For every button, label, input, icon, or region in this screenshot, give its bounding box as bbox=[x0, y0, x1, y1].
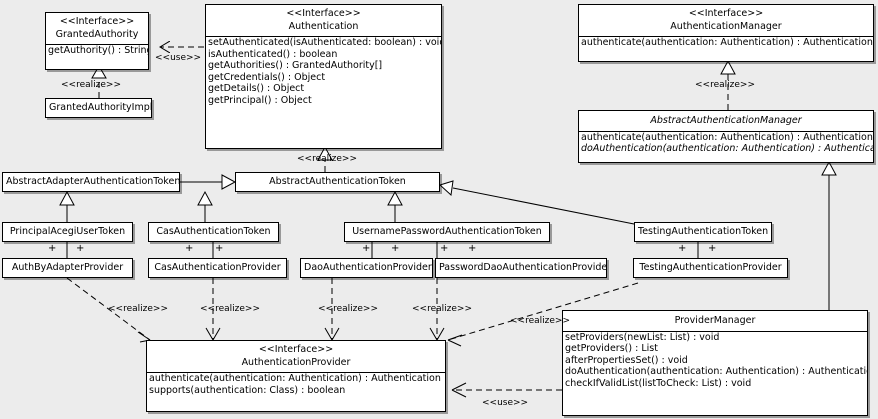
class-box-abstract-authentication-token[interactable]: AbstractAuthenticationToken bbox=[235, 172, 440, 192]
edge-principalacegiusertoken-extends-abstractadapter bbox=[59, 190, 75, 222]
class-box-password-dao-authentication-provider[interactable]: PasswordDaoAuthenticationProvider bbox=[435, 258, 607, 278]
class-header: ProviderManager bbox=[563, 311, 867, 331]
edge-label-realize-daoauthenticationprovider: <<realize>> bbox=[318, 304, 378, 314]
class-header: <<Interface>> AuthenticationManager bbox=[579, 5, 873, 36]
class-name-label: Authentication bbox=[288, 20, 359, 32]
association-plus-marker: + bbox=[362, 243, 371, 254]
operation-item: supports(authentication: Class) : boolea… bbox=[149, 384, 346, 396]
class-box-authentication[interactable]: <<Interface>> Authentication setAuthenti… bbox=[205, 4, 442, 149]
edge-testingauthenticationtoken-extends-abstractauthenticationtoken bbox=[439, 180, 635, 225]
class-name-label: TestingAuthenticationProvider bbox=[639, 262, 782, 273]
stereotype-label: <<Interface>> bbox=[286, 8, 361, 19]
class-name-label: AuthenticationProvider bbox=[241, 356, 351, 368]
class-header: <<Interface>> GrantedAuthority bbox=[46, 13, 148, 44]
class-header: <<Interface>> AuthenticationProvider bbox=[147, 341, 445, 372]
operations-compartment: authenticate(authentication: Authenticat… bbox=[147, 372, 445, 396]
class-name-label: CasAuthenticationProvider bbox=[154, 262, 281, 273]
operation-item: doAuthentication(authentication: Authent… bbox=[581, 143, 873, 154]
class-name-label: PrincipalAcegiUserToken bbox=[9, 226, 126, 237]
class-box-provider-manager[interactable]: ProviderManager setProviders(newList: Li… bbox=[562, 310, 868, 416]
association-plus-marker: + bbox=[440, 243, 449, 254]
class-box-username-password-authentication-token[interactable]: UsernamePasswordAuthenticationToken bbox=[344, 222, 550, 242]
operation-item: getCredentials() : Object bbox=[208, 71, 326, 83]
association-plus-marker: + bbox=[391, 243, 400, 254]
association-plus-marker: + bbox=[468, 243, 477, 254]
class-header: AbstractAuthenticationManager bbox=[579, 111, 873, 131]
class-box-auth-by-adapter-provider[interactable]: AuthByAdapterProvider bbox=[2, 258, 133, 278]
operations-compartment: getAuthority() : String bbox=[46, 44, 148, 57]
class-name-label: AbstractAuthenticationManager bbox=[650, 115, 802, 126]
class-box-granted-authority[interactable]: <<Interface>> GrantedAuthority getAuthor… bbox=[45, 12, 149, 70]
operation-item: setAuthenticated(isAuthenticated: boolea… bbox=[208, 37, 441, 48]
class-box-dao-authentication-provider[interactable]: DaoAuthenticationProvider bbox=[300, 258, 433, 278]
operations-compartment: authenticate(authentication: Authenticat… bbox=[579, 36, 873, 49]
edge-label-realize-grantedauthorityimpl: <<realize>> bbox=[61, 80, 121, 90]
class-name-label: AbstractAuthenticationToken bbox=[269, 176, 406, 187]
association-plus-marker: + bbox=[185, 243, 194, 254]
edge-abstractadapter-extends-abstractauthenticationtoken bbox=[180, 174, 237, 190]
operations-compartment: authenticate(authentication: Authenticat… bbox=[579, 130, 873, 155]
edge-label-use-authentication-grantedauthority: <<use>> bbox=[155, 53, 202, 63]
class-box-granted-authority-impl[interactable]: GrantedAuthorityImpl bbox=[45, 98, 152, 118]
class-box-authentication-manager[interactable]: <<Interface>> AuthenticationManager auth… bbox=[578, 4, 874, 62]
edge-usernamepasswordtoken-extends-abstractauthenticationtoken bbox=[387, 190, 403, 222]
operation-item: setProviders(newList: List) : void bbox=[565, 331, 720, 343]
operation-item: isAuthenticated() : boolean bbox=[208, 48, 338, 60]
class-box-abstract-authentication-manager[interactable]: AbstractAuthenticationManager authentica… bbox=[578, 110, 874, 163]
class-box-testing-authentication-provider[interactable]: TestingAuthenticationProvider bbox=[633, 258, 788, 278]
edge-label-realize-authbyadapterprovider: <<realize>> bbox=[108, 304, 168, 314]
operation-item: getProviders() : List bbox=[565, 343, 658, 354]
class-box-authentication-provider[interactable]: <<Interface>> AuthenticationProvider aut… bbox=[146, 340, 446, 412]
class-name-label: AbstractAdapterAuthenticationToken bbox=[6, 176, 180, 187]
stereotype-label: <<Interface>> bbox=[688, 8, 764, 19]
class-name-label: TestingAuthenticationToken bbox=[638, 226, 769, 237]
operation-item: afterPropertiesSet() : void bbox=[565, 354, 688, 366]
class-box-cas-authentication-token[interactable]: CasAuthenticationToken bbox=[148, 222, 279, 242]
operation-item: getAuthorities() : GrantedAuthority[] bbox=[208, 60, 383, 71]
edge-label-use-providermanager-authenticationprovider: <<use>> bbox=[482, 398, 529, 408]
class-name-label: AuthenticationManager bbox=[670, 20, 782, 32]
operation-item: authenticate(authentication: Authenticat… bbox=[149, 373, 441, 384]
operation-item: getPrincipal() : Object bbox=[208, 94, 312, 106]
edge-label-realize-casauthenticationprovider: <<realize>> bbox=[200, 304, 260, 314]
operations-compartment: setAuthenticated(isAuthenticated: boolea… bbox=[206, 36, 441, 106]
class-name-label: GrantedAuthorityImpl bbox=[49, 102, 152, 113]
association-plus-marker: + bbox=[708, 243, 717, 254]
class-box-principal-acegi-user-token[interactable]: PrincipalAcegiUserToken bbox=[2, 222, 133, 242]
edge-providermanager-uses-authenticationprovider bbox=[451, 382, 562, 398]
association-plus-marker: + bbox=[48, 243, 57, 254]
operation-item: checkIfValidList(listToCheck: List) : vo… bbox=[565, 377, 752, 389]
class-name-label: UsernamePasswordAuthenticationToken bbox=[352, 226, 542, 237]
edge-label-realize-passworddaoprovider: <<realize>> bbox=[412, 304, 472, 314]
operation-item: authenticate(authentication: Authenticat… bbox=[581, 37, 873, 48]
class-box-testing-authentication-token[interactable]: TestingAuthenticationToken bbox=[634, 222, 772, 242]
edge-label-realize-abstractauthenticationmanager: <<realize>> bbox=[695, 80, 755, 90]
operations-compartment: setProviders(newList: List) : void getPr… bbox=[563, 330, 867, 390]
class-name-label: ProviderManager bbox=[674, 315, 756, 326]
class-header: <<Interface>> Authentication bbox=[206, 5, 441, 36]
operation-item: getDetails() : Object bbox=[208, 83, 305, 94]
class-name-label: PasswordDaoAuthenticationProvider bbox=[439, 262, 607, 273]
edge-providermanager-extends-abstractauthenticationmanager bbox=[821, 160, 837, 310]
operation-item: authenticate(authentication: Authenticat… bbox=[581, 131, 873, 143]
stereotype-label: <<Interface>> bbox=[59, 16, 135, 27]
class-name-label: CasAuthenticationToken bbox=[156, 226, 271, 237]
association-plus-marker: + bbox=[76, 243, 85, 254]
edge-label-realize-testingauthenticationprovider: <<realize>> bbox=[510, 316, 570, 326]
association-plus-marker: + bbox=[215, 243, 224, 254]
edge-casauthenticationtoken-extends-abstractauthenticationtoken bbox=[197, 190, 213, 222]
class-name-label: AuthByAdapterProvider bbox=[11, 262, 124, 273]
operation-item: doAuthentication(authentication: Authent… bbox=[565, 366, 867, 377]
stereotype-label: <<Interface>> bbox=[258, 344, 334, 355]
class-name-label: GrantedAuthority bbox=[55, 28, 139, 40]
class-name-label: DaoAuthenticationProvider bbox=[304, 262, 432, 273]
class-box-cas-authentication-provider[interactable]: CasAuthenticationProvider bbox=[148, 258, 287, 278]
association-plus-marker: + bbox=[678, 243, 687, 254]
class-box-abstract-adapter-authentication-token[interactable]: AbstractAdapterAuthenticationToken bbox=[2, 172, 180, 192]
operation-item: getAuthority() : String bbox=[48, 45, 148, 56]
edge-label-realize-abstractauthenticationtoken: <<realize>> bbox=[297, 154, 357, 164]
